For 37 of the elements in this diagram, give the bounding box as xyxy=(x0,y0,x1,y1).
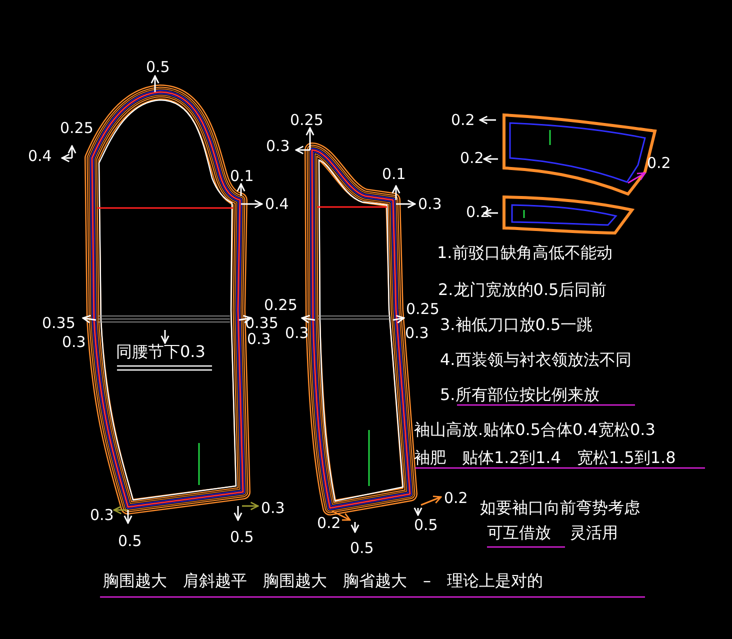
grading-value: 0.5 xyxy=(350,540,374,556)
grading-value: 0.5 xyxy=(230,529,254,546)
note-text: 2.龙门宽放的0.5后同前 xyxy=(438,281,607,299)
note-text: 4.西装领与衬衣领放法不同 xyxy=(440,351,632,369)
grading-value: 0.2 xyxy=(317,515,341,532)
grading-value: 0.5 xyxy=(118,533,142,550)
grading-value: 0.3 xyxy=(261,500,285,516)
grading-value: 0.3 xyxy=(247,331,271,348)
note-text: 可互借放 xyxy=(487,524,551,542)
grading-value: 0.2 xyxy=(460,150,484,166)
grading-value: 0.2 xyxy=(451,112,475,128)
note-text: 同腰节下0.3 xyxy=(116,343,206,361)
note-text: 灵活用 xyxy=(570,524,618,542)
grading-value: 0.1 xyxy=(382,166,406,182)
note-text: 5.所有部位按比例来放 xyxy=(440,386,600,404)
grading-value: 0.5 xyxy=(146,59,170,76)
grading-value: 0.2 xyxy=(444,490,468,506)
grading-value: 0.35 xyxy=(42,315,76,332)
grading-value: 0.4 xyxy=(265,196,289,212)
grading-value: 0.25 xyxy=(60,120,94,136)
grading-value: 0.3 xyxy=(405,325,429,342)
note-text: 如要袖口向前弯势考虑 xyxy=(480,499,640,517)
grading-value: 0.1 xyxy=(230,168,254,184)
note-text: 3.袖低刀口放0.5一跳 xyxy=(440,316,593,334)
note-text: 1.前驳口缺角高低不能动 xyxy=(437,244,612,262)
grading-value: 0.3 xyxy=(418,196,442,212)
grading-value: 0.2 xyxy=(647,155,671,172)
grading-value: 0.3 xyxy=(62,334,86,350)
note-text: 袖山高放.贴体0.5合体0.4宽松0.3 xyxy=(414,421,656,439)
grading-value: 0.25 xyxy=(264,297,298,314)
grading-value: 0.25 xyxy=(406,301,440,318)
grading-value: 0.25 xyxy=(290,112,324,128)
grading-value: 0.5 xyxy=(414,517,438,534)
grading-value: 0.4 xyxy=(28,148,52,164)
grading-value: 0.3 xyxy=(266,138,290,154)
grading-value: 0.3 xyxy=(90,507,114,524)
note-text: 胸围越大 肩斜越平 胸围越大 胸省越大 – 理论上是对的 xyxy=(103,572,543,590)
